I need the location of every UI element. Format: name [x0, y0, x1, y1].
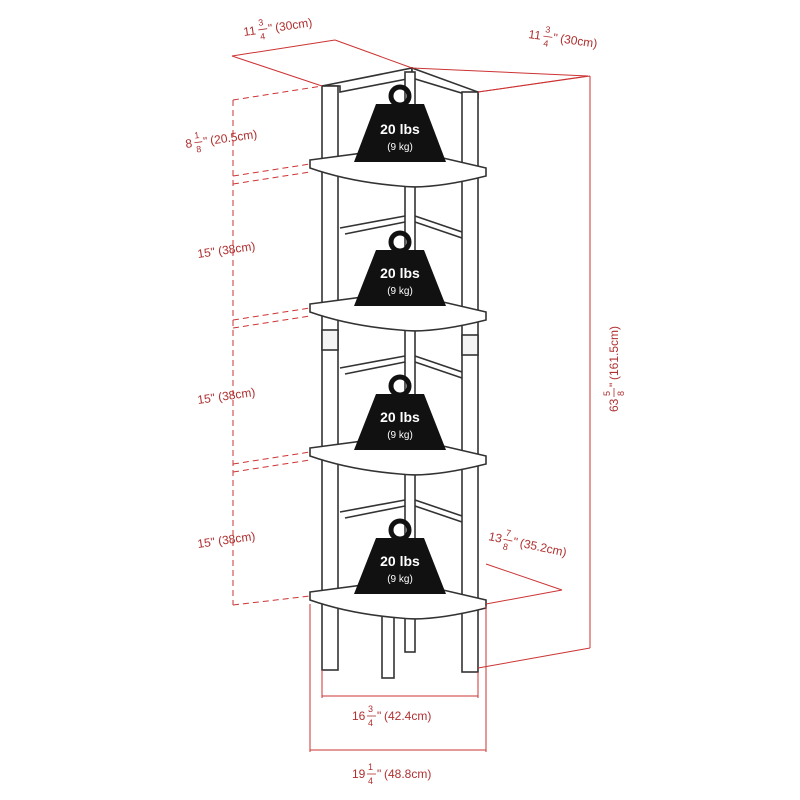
- dim-top-left: 11 3 4 " (30cm): [242, 15, 313, 42]
- shelf-4: [309, 579, 487, 620]
- svg-text:11: 11: [242, 23, 257, 39]
- svg-text:(30cm): (30cm): [559, 32, 598, 51]
- svg-text:4: 4: [368, 776, 373, 786]
- dim-top-right: 11 3 4 " (30cm): [528, 24, 599, 51]
- dim-gap-2: 15" (38cm): [196, 385, 256, 407]
- dim-gap-3: 15" (38cm): [196, 529, 256, 551]
- weight-kg-4: (9 kg): [387, 574, 413, 585]
- svg-text:7: 7: [505, 528, 512, 539]
- svg-text:": ": [267, 21, 273, 35]
- svg-text:(20.5cm): (20.5cm): [209, 127, 258, 147]
- svg-text:13: 13: [487, 529, 503, 546]
- dim-side: 13 7 8 " (35.2cm): [487, 528, 568, 560]
- weight-icon-2: 20 lbs (9 kg): [354, 230, 446, 306]
- svg-text:": ": [202, 134, 208, 148]
- svg-text:8: 8: [184, 136, 193, 151]
- dim-inner-width: 16 3 4 " (42.4cm): [352, 704, 431, 728]
- svg-text:": ": [607, 383, 621, 387]
- svg-text:": ": [377, 767, 381, 781]
- svg-text:3: 3: [368, 704, 373, 714]
- weight-lbs-3: 20 lbs: [380, 409, 420, 425]
- svg-text:11: 11: [528, 27, 543, 43]
- svg-text:4: 4: [368, 718, 373, 728]
- svg-text:": ": [377, 709, 381, 723]
- shelf-2: [309, 291, 487, 332]
- weight-kg-1: (9 kg): [387, 142, 413, 153]
- svg-text:(30cm): (30cm): [274, 15, 313, 34]
- svg-text:(35.2cm): (35.2cm): [519, 536, 568, 560]
- svg-text:3: 3: [545, 24, 551, 35]
- svg-text:8: 8: [502, 541, 509, 552]
- svg-text:5: 5: [602, 391, 612, 396]
- weight-icon-4: 20 lbs (9 kg): [354, 518, 446, 594]
- svg-text:1: 1: [368, 762, 373, 772]
- svg-text:4: 4: [543, 38, 549, 49]
- dimension-lines: [231, 39, 591, 752]
- svg-text:(42.4cm): (42.4cm): [384, 709, 431, 723]
- svg-text:8: 8: [616, 391, 626, 396]
- svg-text:1: 1: [194, 130, 200, 141]
- svg-text:16: 16: [352, 709, 366, 723]
- dim-outer-width: 19 1 4 " (48.8cm): [352, 762, 431, 786]
- svg-text:(48.8cm): (48.8cm): [384, 767, 431, 781]
- shelf-1: [309, 147, 487, 188]
- weight-kg-2: (9 kg): [387, 286, 413, 297]
- shelf-structure: [321, 66, 479, 679]
- dim-height: 63 5 8 " (161.5cm): [602, 326, 626, 412]
- weight-lbs-2: 20 lbs: [380, 265, 420, 281]
- svg-text:(161.5cm): (161.5cm): [607, 326, 621, 380]
- dim-first-gap: 8 1 8 " (20.5cm): [184, 127, 258, 155]
- weight-lbs-1: 20 lbs: [380, 121, 420, 137]
- shelf-3: [309, 435, 487, 476]
- weight-icon-3: 20 lbs (9 kg): [354, 374, 446, 450]
- svg-text:": ": [512, 534, 519, 549]
- svg-text:3: 3: [258, 17, 264, 28]
- dim-gap-1: 15" (38cm): [196, 239, 256, 261]
- weight-kg-3: (9 kg): [387, 430, 413, 441]
- svg-text:": ": [552, 31, 558, 45]
- svg-text:19: 19: [352, 767, 366, 781]
- shelves: [309, 147, 487, 620]
- weight-icon-1: 20 lbs (9 kg): [354, 84, 446, 162]
- svg-text:8: 8: [196, 144, 202, 155]
- svg-text:63: 63: [607, 398, 621, 412]
- weight-lbs-4: 20 lbs: [380, 553, 420, 569]
- svg-text:4: 4: [260, 31, 266, 42]
